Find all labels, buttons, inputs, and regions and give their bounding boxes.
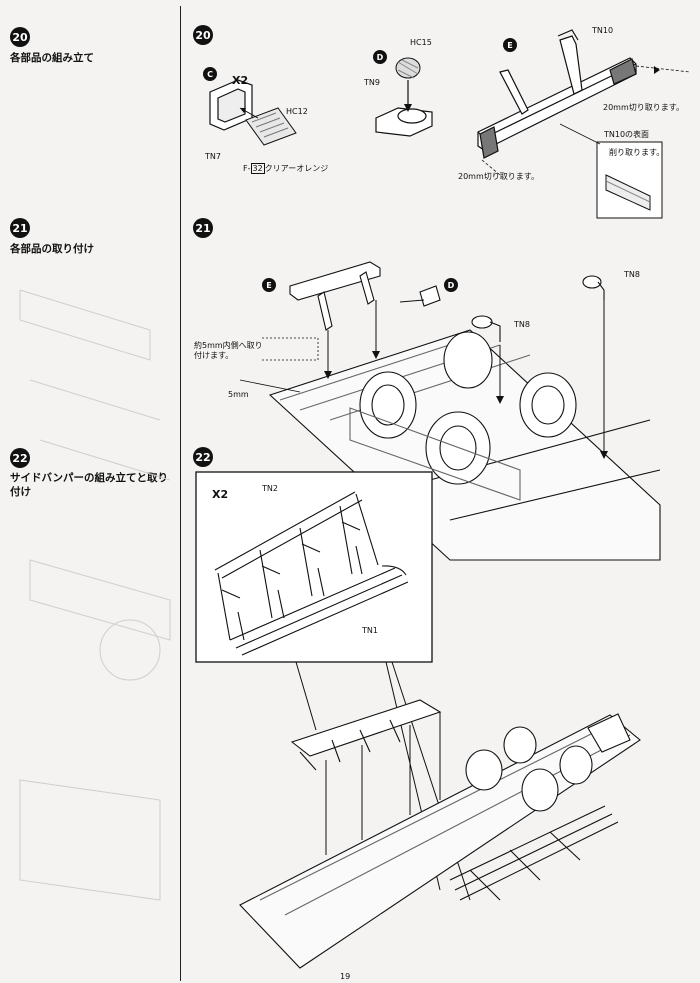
tn9-part [375, 107, 433, 137]
step-22-badge: 22 [10, 448, 30, 468]
step-20-badge: 20 [10, 27, 30, 47]
callout-d-21: D [444, 278, 458, 292]
paint-name: クリアーオレンジ [264, 164, 329, 173]
callout-e: E [503, 38, 517, 52]
step-21-badge: 21 [10, 218, 30, 238]
step-21-title: 各部品の取り付け [10, 243, 94, 255]
callout-d: D [373, 50, 387, 64]
x2-mark-22: X2 [212, 488, 229, 501]
step-21-right-badge: 21 [193, 218, 213, 238]
step-21-chassis [268, 261, 661, 561]
column-divider [180, 6, 181, 981]
tn7-label: TN7 [205, 152, 221, 161]
step-22-chassis [239, 699, 641, 969]
step-22-right-badge: 22 [193, 447, 213, 467]
hc15-part [395, 57, 421, 79]
surface-note: 削り取ります。 [609, 148, 665, 157]
page-number: 19 [340, 972, 351, 981]
paint-code: 32 [250, 163, 265, 174]
inner-mount-note: 約5mm内側へ取り付けます。 [194, 341, 263, 360]
cut-right-note: 20mm切り取ります。 [603, 103, 684, 112]
callout-c: C [203, 67, 217, 81]
tn8-label-center: TN8 [514, 320, 530, 329]
callout-e-21: E [262, 278, 276, 292]
ghost-drawing [19, 289, 171, 901]
hc12-part [245, 107, 297, 146]
hc15-label: HC15 [410, 38, 432, 47]
dimension-5mm: 5mm [228, 390, 249, 399]
tn7-part [209, 79, 253, 131]
tn9-label: TN9 [364, 78, 380, 87]
hc12-label: HC12 [286, 107, 308, 116]
surface-title: TN10の表面 [604, 130, 650, 139]
step-20-title: 各部品の組み立て [10, 52, 94, 64]
x2-mark: X2 [232, 74, 249, 87]
tn2-label: TN2 [262, 484, 278, 493]
cut-bottom-note: 20mm切り取ります。 [458, 172, 539, 181]
tn10-part [477, 29, 637, 159]
side-bumper-rack [214, 491, 409, 656]
tn8-label-right: TN8 [624, 270, 640, 279]
step-20-right-badge: 20 [193, 25, 213, 45]
tn1-label: TN1 [362, 626, 378, 635]
tn10-label: TN10 [592, 26, 614, 35]
step-22-title: サイドバンパーの組み立てと取り付け [10, 472, 169, 498]
